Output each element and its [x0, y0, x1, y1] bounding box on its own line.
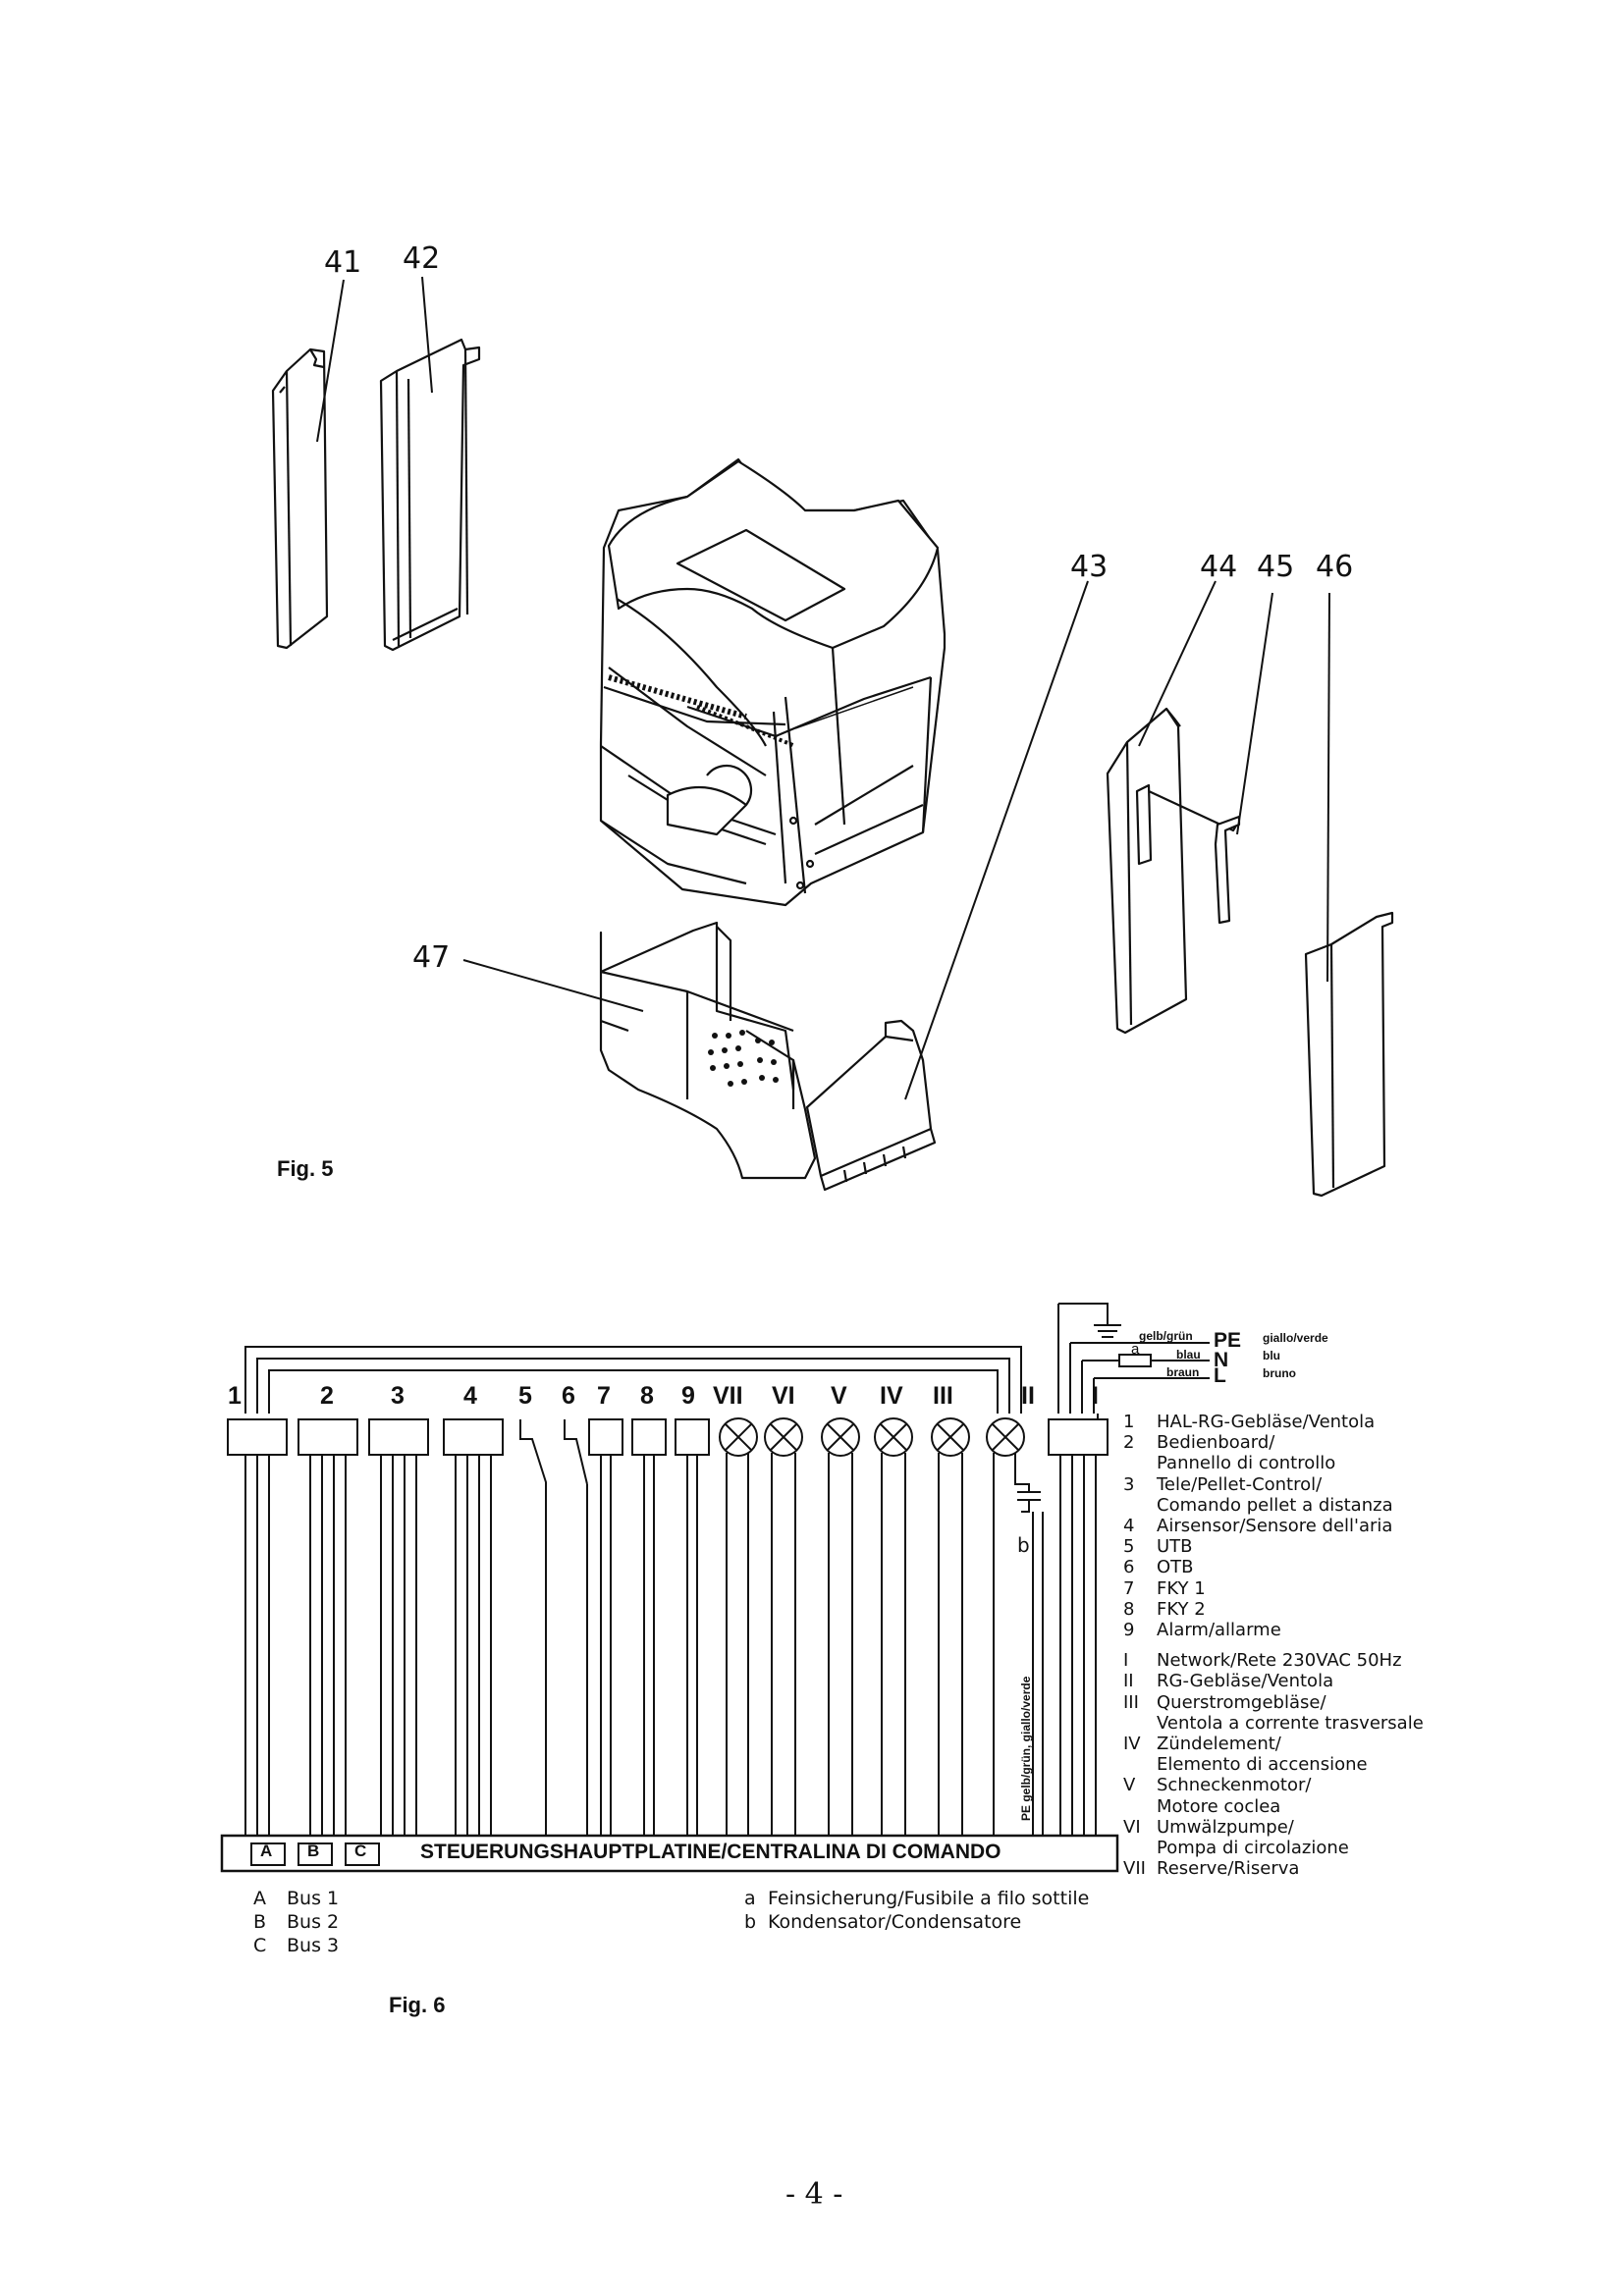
- part-43-base-tray: [805, 1019, 937, 1192]
- terminal-label-3: 3: [391, 1382, 405, 1410]
- terminal-label-7: 7: [597, 1382, 611, 1410]
- callout-47: 47: [412, 940, 451, 975]
- terminal-label-2: 2: [320, 1382, 334, 1410]
- callout-45: 45: [1257, 550, 1295, 584]
- n-code: N: [1214, 1349, 1229, 1371]
- legend-row: Comando pellet a distanza: [1157, 1494, 1393, 1516]
- pe-code: PE: [1214, 1329, 1242, 1352]
- terminal-label-III: III: [933, 1382, 953, 1410]
- terminal-label-VII: VII: [713, 1382, 743, 1410]
- wires-to-board: [244, 1414, 1099, 1836]
- fuse-letter: a: [1131, 1341, 1140, 1358]
- part-41-side-panel: [271, 347, 329, 650]
- part-46-side-panel: [1304, 911, 1394, 1198]
- fig5-diagram: [271, 276, 1394, 1198]
- terminal-label-VI: VI: [772, 1382, 795, 1410]
- page-number: - 4 -: [785, 2177, 843, 2212]
- connector-B: B: [307, 1842, 320, 1860]
- callout-41: 41: [324, 245, 362, 280]
- l-wire-it: bruno: [1263, 1366, 1296, 1380]
- l-code: L: [1214, 1364, 1226, 1387]
- pe-wire-it: giallo/verde: [1263, 1331, 1328, 1345]
- n-wire-it: blu: [1263, 1349, 1280, 1362]
- callout-leaders: [316, 276, 1330, 1100]
- legend-row: Pannello di controllo: [1157, 1453, 1336, 1474]
- terminal-label-II: II: [1021, 1382, 1035, 1410]
- terminal-label-IV: IV: [880, 1382, 903, 1410]
- legend-row: Motore coclea: [1157, 1795, 1281, 1817]
- terminal-label-V: V: [831, 1382, 847, 1410]
- terminal-label-I: I: [1092, 1382, 1099, 1410]
- part-42-side-panel: [379, 338, 481, 652]
- terminal-label-4: 4: [463, 1382, 477, 1410]
- terminal-label-6: 6: [562, 1382, 575, 1410]
- legend-row: Pompa di circolazione: [1157, 1838, 1349, 1859]
- legend-row: Ventola a corrente trasversale: [1157, 1712, 1424, 1734]
- part-44-door-panel: [1106, 707, 1240, 1035]
- terminal-label-9: 9: [681, 1382, 695, 1410]
- pe-wire-de: gelb/grün: [1139, 1329, 1193, 1343]
- terminal-label-8: 8: [640, 1382, 654, 1410]
- fig6-label: Fig. 6: [389, 1993, 446, 2017]
- fig6-wiring-diagram: [0, 1276, 1623, 1944]
- callout-46: 46: [1316, 550, 1354, 584]
- callout-44: 44: [1200, 550, 1238, 584]
- legend-row: Elemento di accensione: [1157, 1754, 1368, 1776]
- terminal-label-1: 1: [228, 1382, 242, 1410]
- lamp-symbols: [719, 1417, 1025, 1457]
- connector-C: C: [354, 1842, 367, 1860]
- callout-43: 43: [1070, 550, 1109, 584]
- part-47-base-panel: [599, 921, 817, 1180]
- part-45-bracket: [1214, 815, 1241, 925]
- pe-vertical-text: PE gelb/grün, giallo/verde: [1019, 1676, 1033, 1821]
- callout-42: 42: [403, 241, 441, 276]
- fig5-label: Fig. 5: [277, 1156, 334, 1181]
- board-title: STEUERUNGSHAUPTPLATINE/CENTRALINA DI COM…: [420, 1841, 1001, 1863]
- connector-A: A: [260, 1842, 273, 1860]
- l-wire-de: braun: [1166, 1365, 1200, 1379]
- stove-body: [599, 457, 947, 907]
- n-wire-de: blau: [1176, 1348, 1201, 1362]
- capacitor-letter: b: [1017, 1533, 1030, 1557]
- terminal-label-5: 5: [518, 1382, 532, 1410]
